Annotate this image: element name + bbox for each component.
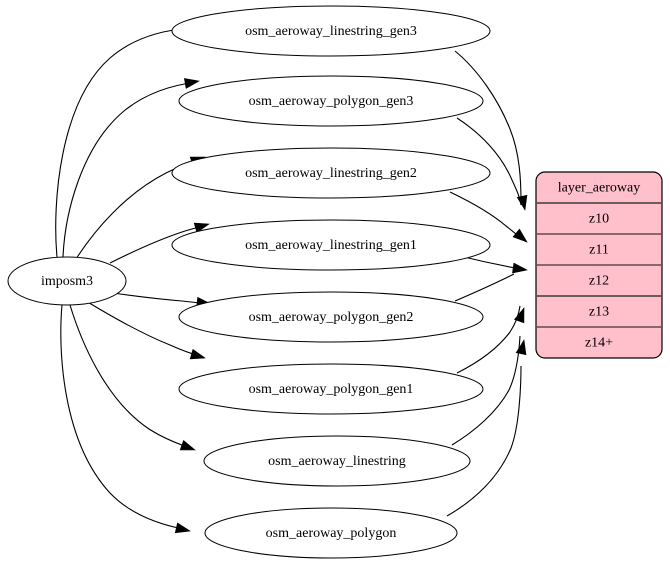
arrow-to-z12 bbox=[512, 262, 528, 274]
arrow-to-polygon-gen3 bbox=[183, 78, 200, 89]
arrow-head-icon bbox=[515, 339, 527, 356]
arrow-head-icon bbox=[189, 348, 206, 360]
arrow-to-z13 bbox=[514, 307, 525, 324]
arrow-to-z10 bbox=[516, 194, 528, 211]
arrow-to-polygon bbox=[174, 522, 191, 534]
table-row-z10[interactable]: z10 bbox=[589, 212, 609, 227]
node-osm-aeroway-polygon-gen2[interactable]: osm_aeroway_polygon_gen2 bbox=[178, 291, 484, 343]
edge-imposm3-to-osm_aeroway_polygon bbox=[60, 304, 189, 531]
edge-osm_aeroway_linestring_gen3-to-z10 bbox=[454, 50, 522, 204]
node-imposm3-label: imposm3 bbox=[41, 274, 93, 289]
node-osm-aeroway-polygon-gen2-label: osm_aeroway_polygon_gen2 bbox=[249, 310, 414, 325]
edge-osm_aeroway_linestring-to-z13 bbox=[451, 335, 521, 446]
node-osm-aeroway-linestring-shape bbox=[203, 435, 471, 487]
node-layer: imposm3 osm_aeroway_linestring_gen3 osm_ae… bbox=[7, 5, 491, 559]
table-row-z13[interactable]: z13 bbox=[589, 305, 609, 320]
node-osm-aeroway-linestring-gen3-label: osm_aeroway_linestring_gen3 bbox=[245, 24, 417, 39]
edge-imposm3-to-osm_aeroway_polygon_gen2 bbox=[112, 292, 210, 305]
edge-osm_aeroway_polygon-to-z14+ bbox=[446, 365, 522, 517]
node-osm-aeroway-linestring-gen3-shape bbox=[171, 5, 491, 57]
node-osm-aeroway-polygon-gen1[interactable]: osm_aeroway_polygon_gen1 bbox=[178, 363, 484, 415]
node-osm-aeroway-polygon[interactable]: osm_aeroway_polygon bbox=[204, 507, 458, 559]
node-osm-aeroway-polygon-gen3-shape bbox=[178, 75, 484, 127]
edge-osm_aeroway_polygon_gen1-to-z13 bbox=[456, 305, 521, 374]
node-osm-aeroway-linestring-gen2-label: osm_aeroway_linestring_gen2 bbox=[245, 166, 417, 181]
edge-imposm3-to-osm_aeroway_polygon_gen3 bbox=[62, 81, 198, 258]
edge-osm_aeroway_polygon_gen2-to-z12 bbox=[454, 273, 515, 302]
node-osm-aeroway-linestring-label: osm_aeroway_linestring bbox=[268, 454, 406, 469]
node-osm-aeroway-linestring-gen1-shape bbox=[171, 219, 491, 271]
table-header-label: layer_aeroway bbox=[558, 181, 640, 196]
node-osm-aeroway-polygon-label: osm_aeroway_polygon bbox=[266, 526, 397, 541]
node-imposm3[interactable]: imposm3 bbox=[7, 256, 127, 306]
node-osm-aeroway-linestring-gen2[interactable]: osm_aeroway_linestring_gen2 bbox=[171, 147, 491, 199]
node-osm-aeroway-linestring-gen1[interactable]: osm_aeroway_linestring_gen1 bbox=[171, 219, 491, 271]
node-osm-aeroway-polygon-shape bbox=[204, 507, 458, 559]
node-osm-aeroway-polygon-gen3[interactable]: osm_aeroway_polygon_gen3 bbox=[178, 75, 484, 127]
table-row-z12[interactable]: z12 bbox=[589, 274, 609, 289]
edge-imposm3-to-osm_aeroway_linestring bbox=[69, 304, 194, 450]
edge-imposm3-to-osm_aeroway_linestring_gen3 bbox=[55, 27, 192, 258]
node-osm-aeroway-polygon-gen1-shape bbox=[178, 363, 484, 415]
table-node-layer-aeroway[interactable]: layer_aeroway z10 z11 z12 z13 z14+ bbox=[535, 171, 663, 359]
arrow-head-icon bbox=[174, 522, 191, 534]
node-osm-aeroway-linestring-gen2-shape bbox=[171, 147, 491, 199]
table-layer: layer_aeroway z10 z11 z12 z13 z14+ bbox=[535, 171, 663, 359]
arrow-to-z14plus bbox=[515, 339, 527, 356]
arrow-to-polygon-gen1 bbox=[189, 348, 206, 360]
arrow-head-icon bbox=[179, 440, 196, 451]
table-row-z14plus[interactable]: z14+ bbox=[585, 336, 613, 351]
node-osm-aeroway-polygon-gen1-label: osm_aeroway_polygon_gen1 bbox=[249, 382, 414, 397]
arrow-head-icon bbox=[516, 194, 528, 211]
arrow-head-icon bbox=[193, 222, 210, 234]
arrow-to-z11 bbox=[512, 228, 528, 243]
node-osm-aeroway-linestring-gen3[interactable]: osm_aeroway_linestring_gen3 bbox=[171, 5, 491, 57]
arrow-head-icon bbox=[183, 78, 200, 89]
node-osm-aeroway-polygon-gen2-shape bbox=[178, 291, 484, 343]
node-osm-aeroway-polygon-gen3-label: osm_aeroway_polygon_gen3 bbox=[249, 94, 414, 109]
arrow-head-icon bbox=[512, 228, 528, 243]
node-osm-aeroway-linestring[interactable]: osm_aeroway_linestring bbox=[203, 435, 471, 487]
arrow-to-linestring-gen1 bbox=[193, 222, 210, 234]
node-imposm3-shape bbox=[7, 256, 127, 306]
table-row-z11[interactable]: z11 bbox=[589, 243, 609, 258]
node-osm-aeroway-linestring-gen1-label: osm_aeroway_linestring_gen1 bbox=[245, 238, 417, 253]
arrow-head-icon bbox=[514, 307, 525, 324]
arrow-head-icon bbox=[512, 262, 528, 274]
arrow-to-linestring bbox=[179, 440, 196, 451]
